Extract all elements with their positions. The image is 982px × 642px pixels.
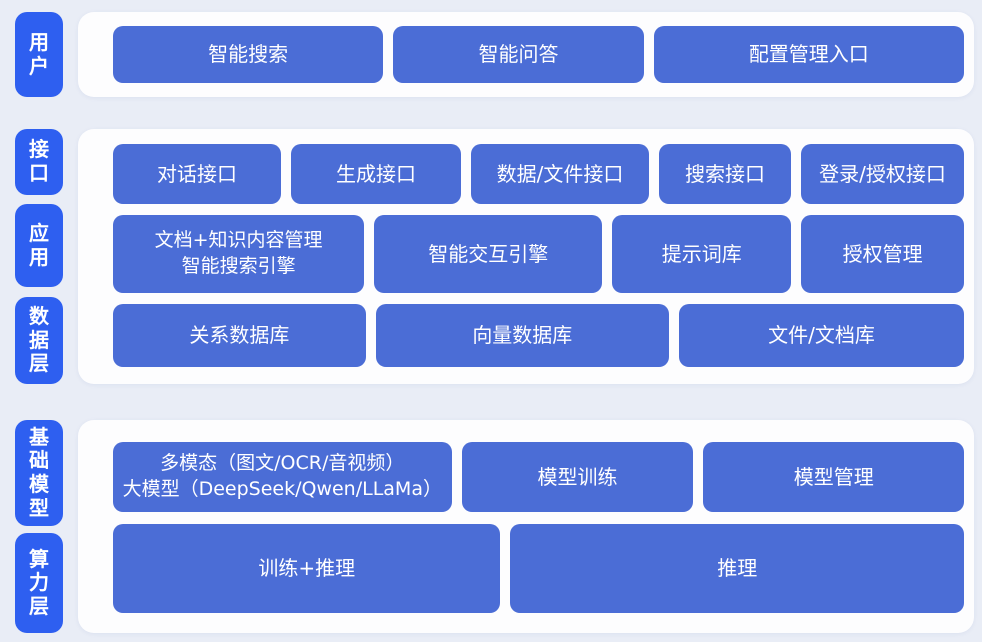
block-model-mgmt: 模型管理 — [703, 442, 964, 512]
foundation-model-row: 多模态（图文/OCR/音视频） 大模型（DeepSeek/Qwen/LLaMa）… — [113, 442, 964, 512]
tab-compute-layer: 算力层 — [15, 533, 63, 633]
user-layer-panel: 智能搜索 智能问答 配置管理入口 — [78, 12, 974, 97]
tab-data-layer-label: 数据层 — [29, 304, 49, 376]
tab-application-layer: 应用 — [15, 204, 63, 287]
layer-rail: 用户 — [15, 12, 63, 97]
block-config-mgmt-entry: 配置管理入口 — [653, 26, 964, 83]
block-prompt-library: 提示词库 — [612, 215, 792, 293]
tab-interface-layer: 接口 — [15, 129, 63, 195]
block-multimodal-llm: 多模态（图文/OCR/音视频） 大模型（DeepSeek/Qwen/LLaMa） — [113, 442, 452, 512]
band-model-compute: 基础模型 算力层 多模态（图文/OCR/音视频） 大模型（DeepSeek/Qw… — [0, 420, 982, 633]
block-generation-api: 生成接口 — [291, 144, 461, 204]
layer-rail: 接口 应用 数据层 — [15, 129, 63, 384]
block-data-file-api: 数据/文件接口 — [471, 144, 649, 204]
block-smart-interaction-engine: 智能交互引擎 — [374, 215, 603, 293]
block-smart-qa: 智能问答 — [393, 26, 644, 83]
block-smart-search: 智能搜索 — [113, 26, 384, 83]
data-row: 关系数据库 向量数据库 文件/文档库 — [113, 304, 964, 367]
block-model-training: 模型训练 — [461, 442, 694, 512]
block-training-plus-inference: 训练+推理 — [113, 524, 501, 613]
tab-user-layer-label: 用户 — [29, 29, 49, 78]
tab-foundation-model-layer-label: 基础模型 — [29, 424, 49, 520]
tab-foundation-model-layer: 基础模型 — [15, 420, 63, 526]
block-relational-database: 关系数据库 — [113, 304, 366, 367]
block-authorization-mgmt: 授权管理 — [801, 215, 964, 293]
block-login-auth-api: 登录/授权接口 — [801, 144, 964, 204]
user-layer-row: 智能搜索 智能问答 配置管理入口 — [113, 26, 964, 83]
tab-interface-layer-label: 接口 — [29, 137, 49, 185]
block-vector-database: 向量数据库 — [375, 304, 669, 367]
tab-compute-layer-label: 算力层 — [29, 546, 49, 618]
bottom-layers-panel: 多模态（图文/OCR/音视频） 大模型（DeepSeek/Qwen/LLaMa）… — [78, 420, 974, 633]
application-row: 文档+知识内容管理 智能搜索引擎 智能交互引擎 提示词库 授权管理 — [113, 215, 964, 293]
compute-row: 训练+推理 推理 — [113, 524, 964, 613]
layer-rail: 基础模型 算力层 — [15, 420, 63, 633]
block-file-document-store: 文件/文档库 — [678, 304, 964, 367]
block-doc-knowledge-mgmt-search-engine: 文档+知识内容管理 智能搜索引擎 — [113, 215, 365, 293]
tab-user-layer: 用户 — [15, 12, 63, 97]
block-dialog-api: 对话接口 — [113, 144, 281, 204]
band-interface-app-data: 接口 应用 数据层 对话接口 生成接口 数据/文件接口 搜索接口 登录/授权接口… — [0, 129, 982, 384]
mid-layers-panel: 对话接口 生成接口 数据/文件接口 搜索接口 登录/授权接口 文档+知识内容管理… — [78, 129, 974, 384]
tab-application-layer-label: 应用 — [29, 220, 49, 269]
block-search-api: 搜索接口 — [659, 144, 791, 204]
band-user-layer: 用户 智能搜索 智能问答 配置管理入口 — [0, 12, 982, 97]
block-inference: 推理 — [510, 524, 964, 613]
interface-row: 对话接口 生成接口 数据/文件接口 搜索接口 登录/授权接口 — [113, 144, 964, 204]
tab-data-layer: 数据层 — [15, 297, 63, 384]
architecture-diagram: 用户 智能搜索 智能问答 配置管理入口 接口 应用 数据层 对话接口 — [0, 12, 982, 642]
